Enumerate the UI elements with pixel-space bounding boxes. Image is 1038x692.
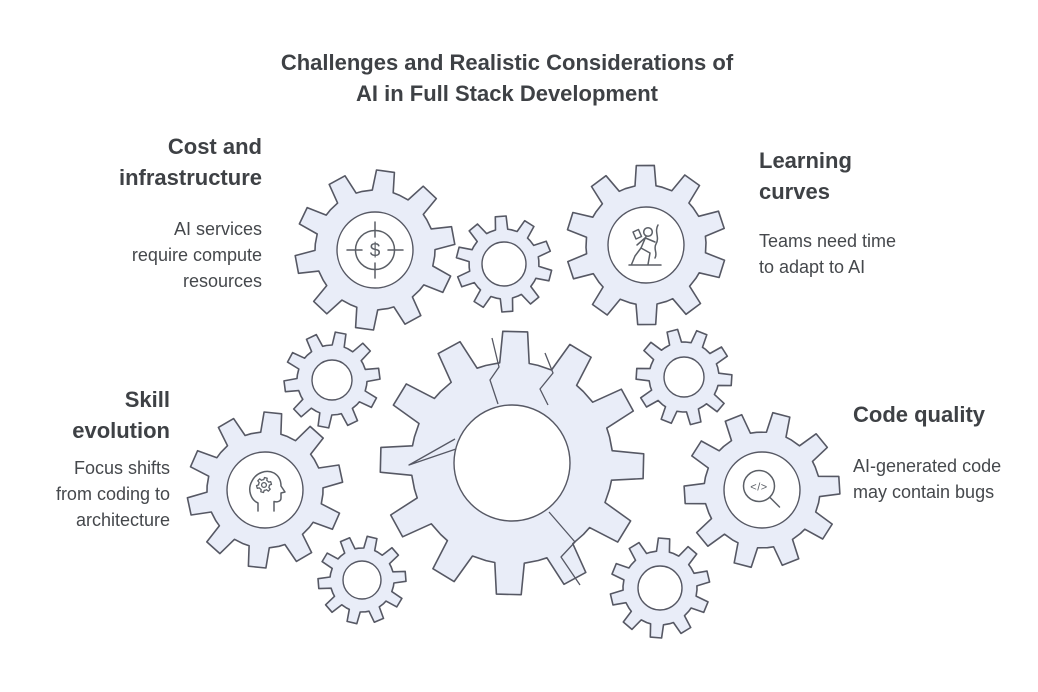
title-line-2: AI in Full Stack Development bbox=[356, 81, 658, 106]
gear-small-bottom-right bbox=[609, 537, 711, 639]
gear-small-top-middle bbox=[455, 215, 553, 313]
gear-code bbox=[683, 411, 841, 569]
head-gear-icon bbox=[249, 470, 286, 512]
crack-line bbox=[539, 352, 554, 406]
crack-line bbox=[548, 511, 581, 586]
section-body-code: AI-generated code may contain bugs bbox=[853, 456, 1002, 502]
section-body-skill: Focus shifts from coding to architecture bbox=[55, 458, 170, 530]
section-heading-learning: Learning curves bbox=[759, 148, 852, 204]
dollar-target-icon: $ bbox=[346, 221, 404, 279]
section-heading-skill: Skill evolution bbox=[72, 387, 170, 443]
gear-small-bottom-left bbox=[317, 535, 407, 625]
gear-small-left bbox=[283, 331, 381, 429]
title-line-1: Challenges and Realistic Considerations … bbox=[280, 50, 734, 75]
gear-cost bbox=[294, 169, 456, 331]
dollar-glyph: $ bbox=[370, 241, 381, 262]
gear-center bbox=[379, 330, 645, 596]
crack-line bbox=[408, 438, 457, 466]
climber-icon bbox=[628, 224, 662, 266]
page-title: Challenges and Realistic Considerations … bbox=[207, 47, 807, 109]
section-body-cost: AI services require compute resources bbox=[131, 219, 262, 291]
section-body-learning: Teams need time to adapt to AI bbox=[759, 231, 897, 277]
section-heading-code: Code quality bbox=[853, 402, 986, 427]
gear-learning bbox=[566, 164, 726, 326]
section-heading-cost: Cost and infrastructure bbox=[118, 134, 262, 190]
code-search-icon: </> bbox=[742, 469, 781, 508]
crack-line bbox=[489, 337, 500, 405]
gear-small-right bbox=[635, 328, 733, 426]
code-glyph: </> bbox=[750, 482, 767, 494]
